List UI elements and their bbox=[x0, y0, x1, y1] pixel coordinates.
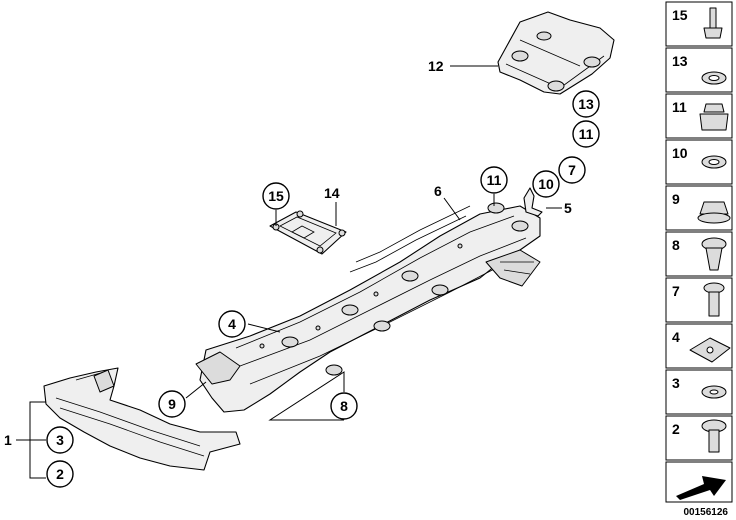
shield-part-12 bbox=[497, 11, 615, 95]
front-cross-shield bbox=[43, 367, 241, 471]
bolt-icon bbox=[703, 7, 723, 39]
diagram-code: 00156126 bbox=[684, 507, 729, 518]
svg-text:14: 14 bbox=[324, 185, 340, 201]
rivet-icon bbox=[701, 419, 727, 453]
legend-item-13: 13 bbox=[665, 47, 733, 93]
svg-text:4: 4 bbox=[672, 329, 680, 345]
orientation-arrow bbox=[665, 461, 733, 503]
svg-text:10: 10 bbox=[672, 145, 688, 161]
callout-11: 11 bbox=[480, 166, 508, 194]
callout-13: 13 bbox=[572, 90, 600, 118]
svg-text:12: 12 bbox=[428, 58, 444, 74]
svg-text:11: 11 bbox=[487, 172, 502, 188]
legend-item-9: 9 bbox=[665, 185, 733, 231]
svg-text:11: 11 bbox=[579, 126, 594, 142]
fastener-legend: 15 13 11 10 bbox=[665, 1, 733, 503]
callout-4: 4 bbox=[218, 310, 246, 338]
svg-text:2: 2 bbox=[672, 421, 680, 437]
callout-2: 2 bbox=[46, 460, 74, 488]
legend-item-3: 3 bbox=[665, 369, 733, 415]
callout-14: 14 bbox=[324, 185, 340, 201]
svg-text:6: 6 bbox=[434, 183, 442, 199]
callout-5: 5 bbox=[564, 200, 572, 216]
callout-15: 15 bbox=[262, 182, 290, 210]
legend-item-7: 7 bbox=[665, 277, 733, 323]
svg-text:5: 5 bbox=[564, 200, 572, 216]
legend-item-2: 2 bbox=[665, 415, 733, 461]
svg-text:4: 4 bbox=[228, 316, 236, 332]
callout-6: 6 bbox=[434, 183, 442, 199]
svg-text:3: 3 bbox=[56, 432, 64, 448]
svg-text:15: 15 bbox=[672, 7, 688, 23]
svg-text:10: 10 bbox=[538, 176, 554, 192]
washer-icon bbox=[701, 71, 727, 85]
main-underbody-panel bbox=[195, 202, 541, 413]
callout-7: 7 bbox=[558, 156, 586, 184]
washer-icon bbox=[701, 385, 727, 399]
callout-10: 10 bbox=[532, 170, 560, 198]
callout-9: 9 bbox=[158, 390, 186, 418]
leader-lines bbox=[16, 65, 562, 479]
callout-8: 8 bbox=[330, 392, 358, 420]
flange-nut-icon bbox=[697, 201, 731, 224]
legend-item-11: 11 bbox=[665, 93, 733, 139]
callout-1: 1 bbox=[4, 432, 12, 448]
bracket-part-5 bbox=[523, 187, 543, 217]
svg-text:9: 9 bbox=[168, 396, 176, 412]
svg-text:9: 9 bbox=[672, 191, 680, 207]
svg-text:15: 15 bbox=[268, 188, 284, 204]
forward-arrow-icon bbox=[676, 476, 726, 500]
callout-11-top: 11 bbox=[572, 120, 600, 148]
svg-text:8: 8 bbox=[340, 398, 348, 414]
legend-item-4: 4 bbox=[665, 323, 733, 369]
svg-text:13: 13 bbox=[672, 53, 688, 69]
svg-text:1: 1 bbox=[4, 432, 12, 448]
callout-3: 3 bbox=[46, 426, 74, 454]
svg-text:11: 11 bbox=[672, 99, 687, 115]
expansion-clip-icon bbox=[701, 237, 727, 271]
svg-text:7: 7 bbox=[672, 283, 680, 299]
legend-item-10: 10 bbox=[665, 139, 733, 185]
speed-nut-icon bbox=[689, 337, 731, 363]
hex-nut-icon bbox=[699, 103, 729, 131]
svg-text:8: 8 bbox=[672, 237, 680, 253]
svg-text:13: 13 bbox=[578, 96, 594, 112]
svg-text:3: 3 bbox=[672, 375, 680, 391]
washer-icon bbox=[701, 155, 727, 169]
svg-text:7: 7 bbox=[568, 162, 576, 178]
legend-item-8: 8 bbox=[665, 231, 733, 277]
plate-part-14 bbox=[269, 210, 347, 255]
svg-text:2: 2 bbox=[56, 466, 64, 482]
callout-12: 12 bbox=[428, 58, 444, 74]
legend-item-15: 15 bbox=[665, 1, 733, 47]
screw-icon bbox=[703, 282, 725, 317]
